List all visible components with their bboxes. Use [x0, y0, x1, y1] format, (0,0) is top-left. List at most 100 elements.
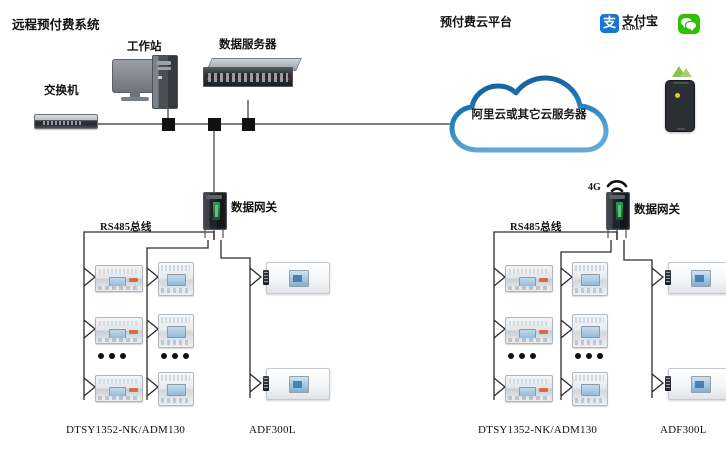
adf300l-panel-icon [263, 368, 330, 400]
meter-lcd [581, 384, 600, 396]
meter-vent [575, 375, 604, 381]
panel-terminal-block [665, 270, 671, 285]
phone-speaker [673, 82, 689, 84]
meter-terminals [508, 286, 550, 290]
adf300l-panel-icon [263, 262, 330, 294]
wifi-arcs [606, 180, 628, 193]
panel-lcd [289, 376, 309, 393]
left-meter-group-label: DTSY1352-NK/ADM130 [66, 424, 186, 436]
meter-vent [161, 375, 190, 381]
panel-terminal-block [665, 376, 671, 391]
meter-terminals [161, 288, 190, 293]
adm130-meter-icon [158, 372, 194, 406]
adm130-meter-icon [158, 262, 194, 296]
meter-vent [99, 321, 137, 326]
din-rail-meter-icon [505, 317, 553, 344]
din-rail-meter-icon [95, 265, 143, 292]
rs485-bus-label-right: RS485总线 [510, 222, 562, 233]
cloud-shape [449, 75, 609, 153]
rs485-bus-label-left: RS485总线 [100, 222, 152, 233]
ellipsis-dots-icon [508, 353, 536, 359]
network-switch-icon [34, 114, 98, 129]
meter-indicator [129, 388, 138, 392]
adm130-meter-icon [158, 314, 194, 348]
data-gateway-icon-left [203, 192, 227, 230]
meter-lcd [167, 384, 186, 396]
meter-vent [161, 317, 190, 323]
monitor-icon [112, 59, 156, 101]
data-gateway-icon-right [606, 192, 630, 230]
phone-home-button[interactable] [677, 128, 685, 130]
meter-lcd [167, 326, 186, 338]
meter-vent [509, 379, 547, 384]
switch-label: 交换机 [44, 83, 79, 97]
meter-terminals [508, 396, 550, 400]
gateway-terminal [213, 202, 220, 220]
meter-indicator [129, 278, 138, 282]
pc-tower-icon [152, 55, 178, 109]
meter-terminals [98, 286, 140, 290]
tower-bay-1 [157, 61, 171, 65]
meter-indicator [539, 278, 548, 282]
meter-terminals [161, 398, 190, 403]
meter-vent [161, 265, 190, 271]
adf300l-panel-icon [665, 368, 726, 400]
din-rail-meter-icon [95, 317, 143, 344]
wechat-logo-icon[interactable] [678, 14, 700, 34]
meter-terminals [575, 398, 604, 403]
cloud-icon: 阿里云或其它云服务器 [452, 78, 606, 150]
smartphone-icon[interactable] [665, 66, 695, 132]
gateway-cap [609, 195, 625, 199]
meter-terminals [98, 396, 140, 400]
panel-lcd [691, 270, 711, 287]
gateway-label-left: 数据网关 [231, 200, 277, 214]
alipay-label-en: ALIPAY [622, 26, 644, 32]
wechat-bubble-front [686, 22, 696, 31]
right-platform-title: 预付费云平台 [440, 15, 513, 29]
meter-lcd [581, 326, 600, 338]
panel-terminal-block [263, 376, 269, 391]
ellipsis-dots-icon [161, 353, 189, 359]
meter-lcd [167, 274, 186, 286]
meter-terminals [575, 288, 604, 293]
meter-vent [575, 317, 604, 323]
meter-indicator [539, 388, 548, 392]
cloud-label: 阿里云或其它云服务器 [471, 107, 587, 121]
left-system-title: 远程预付费系统 [12, 17, 100, 32]
ellipsis-dots-icon [575, 353, 603, 359]
meter-terminals [575, 340, 604, 345]
adm130-meter-icon [572, 372, 608, 406]
left-panel-group-label: ADF300L [249, 424, 296, 436]
gateway-terminal [616, 202, 623, 220]
right-meter-group-label: DTSY1352-NK/ADM130 [478, 424, 598, 436]
din-rail-meter-icon [505, 375, 553, 402]
right-panel-group-label: ADF300L [660, 424, 707, 436]
meter-terminals [508, 338, 550, 342]
meter-vent [575, 265, 604, 271]
adm130-meter-icon [572, 262, 608, 296]
switch-ports [43, 121, 83, 125]
meter-vent [99, 379, 137, 384]
workstation-computer-icon [112, 55, 182, 113]
meter-vent [99, 269, 137, 274]
alipay-logo[interactable]: 支 支付宝 ALIPAY [600, 14, 658, 33]
rack-server-icon [203, 58, 302, 90]
meter-terminals [98, 338, 140, 342]
server-label: 数据服务器 [219, 37, 277, 51]
adf300l-panel-icon [665, 262, 726, 294]
panel-terminal-block [263, 270, 269, 285]
meter-vent [509, 321, 547, 326]
panel-lcd [289, 270, 309, 287]
alipay-label-cn: 支付宝 [622, 14, 659, 28]
din-rail-meter-icon [95, 375, 143, 402]
meter-lcd [581, 274, 600, 286]
gateway-label-right: 数据网关 [634, 202, 680, 216]
server-stripe [206, 78, 290, 80]
network-4g-label: 4G [588, 182, 601, 193]
workstation-label: 工作站 [127, 39, 162, 53]
meter-vent [509, 269, 547, 274]
din-rail-meter-icon [505, 265, 553, 292]
alipay-glyph-icon: 支 [600, 14, 619, 33]
tower-led [158, 76, 162, 79]
